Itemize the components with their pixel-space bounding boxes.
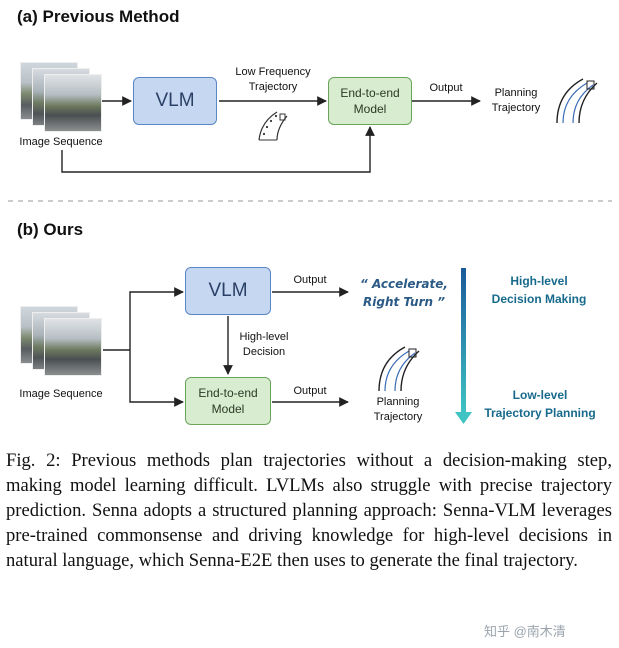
low-frequency-trajectory-label: Low Frequency Trajectory [218, 65, 328, 95]
low-level-line2: Trajectory Planning [484, 406, 596, 420]
e2e-label-line2-a: Model [353, 102, 387, 116]
hierarchy-arrow-head [455, 412, 472, 424]
high-level-line1: High-level [510, 274, 568, 288]
section-a-title: (a) Previous Method [17, 7, 180, 26]
decision-label-line1: High-level [239, 331, 289, 343]
planning-trajectory-icon-a [556, 78, 598, 124]
planning-label-line2-b: Trajectory [373, 411, 423, 423]
low-frequency-label-line2: Trajectory [248, 81, 298, 93]
e2e-label-line1-a: End-to-end [340, 86, 400, 100]
planning-label-line2-a: Trajectory [491, 102, 541, 114]
watermark: 知乎 @南木清 [484, 624, 566, 639]
planning-trajectory-icon-b [378, 346, 420, 392]
planning-label-line1-b: Planning [376, 396, 420, 408]
arrow-branch-to-vlm-b [129, 287, 184, 350]
output-label-top-b: Output [293, 274, 327, 286]
high-level-decision-label: High-level Decision [232, 330, 296, 360]
low-level-line1: Low-level [512, 388, 568, 402]
arrow-image-bypass-a [61, 126, 375, 173]
output-label-a: Output [429, 82, 463, 94]
high-level-line2: Decision Making [491, 292, 587, 306]
e2e-label-line2-b: Model [211, 402, 245, 416]
e2e-model-box-a: End-to-end Model [328, 77, 412, 125]
high-level-decision-making-label: High-level Decision Making [476, 272, 602, 308]
low-frequency-label-line1: Low Frequency [235, 66, 311, 78]
decision-quote: “ Accelerate, Right Turn ” [348, 275, 460, 311]
image-sequence-thumbnail-b [20, 306, 102, 378]
image-sequence-label-b: Image Sequence [19, 388, 103, 400]
connector-layer [8, 78, 612, 424]
low-frequency-trajectory-icon [258, 111, 288, 141]
e2e-model-box-b: End-to-end Model [185, 377, 271, 425]
hierarchy-arrow-shaft [461, 268, 466, 413]
quote-line1: “ Accelerate, [360, 277, 448, 291]
section-b-title: (b) Ours [17, 220, 84, 239]
low-level-trajectory-planning-label: Low-level Trajectory Planning [470, 386, 610, 422]
quote-line2: Right Turn ” [363, 295, 445, 309]
vlm-box-b: VLM [185, 267, 271, 315]
vlm-box-a: VLM [133, 77, 217, 125]
planning-trajectory-label-b: Planning Trajectory [362, 395, 434, 425]
planning-label-line1-a: Planning [494, 87, 538, 99]
figure-caption: Fig. 2: Previous methods plan trajectori… [6, 450, 612, 571]
image-sequence-label-a: Image Sequence [19, 136, 103, 148]
planning-trajectory-label-a: Planning Trajectory [480, 86, 552, 116]
image-sequence-thumbnail-a [20, 62, 102, 134]
output-label-bottom-b: Output [293, 385, 327, 397]
decision-label-line2: Decision [242, 346, 286, 358]
arrow-branch-to-e2e-b [129, 350, 184, 407]
e2e-label-line1-b: End-to-end [198, 386, 258, 400]
